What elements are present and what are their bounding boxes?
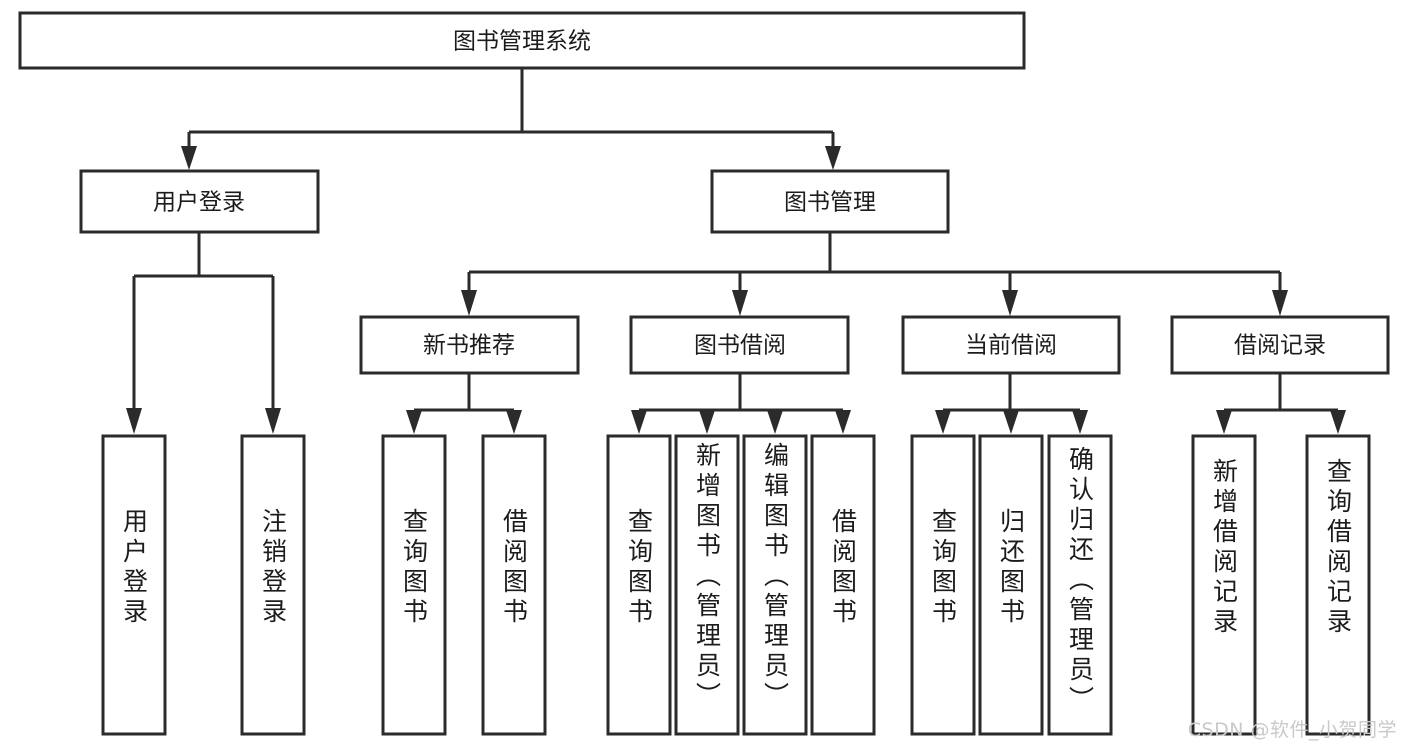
node-root-label: 图书管理系统 [453,29,591,55]
connector-group [126,68,1346,434]
leaf-box-user-login[interactable] [101,434,167,736]
node-user-login-box [79,169,320,234]
node-borrow-record-label: 借阅记录 [1234,333,1326,359]
node-current-borrow-label: 当前借阅 [965,333,1057,359]
node-current-borrow[interactable]: 当前借阅 [901,315,1121,375]
arrowhead-borrow-record [1272,290,1288,316]
leaf-box-cb-return-book[interactable] [978,434,1044,736]
node-borrow-record-box [1170,315,1390,375]
arrowhead-user-login [181,146,197,170]
leaf-box-nbr-query-book[interactable] [381,434,447,736]
node-user-login-label: 用户登录 [153,190,245,216]
arrowhead-nbr-leaf1 [406,410,422,434]
arrowhead-cb-leaf2 [1003,410,1019,434]
leaf-box-cb-query-book[interactable] [910,434,976,736]
node-book-manage-label: 图书管理 [784,190,876,216]
arrowhead-bb-leaf3 [767,410,783,434]
node-root-box [18,11,1026,70]
leaf-box-bb-add-book[interactable] [674,434,740,736]
leaf-box-bb-borrow-book[interactable] [810,434,876,736]
leaf-box-br-add-record[interactable] [1191,434,1257,736]
arrowhead-nbr-leaf2 [506,410,522,434]
arrowhead-book-manage [825,146,841,170]
leaf-box-group [101,434,1371,736]
node-new-book-recommend-label: 新书推荐 [423,333,515,359]
arrowhead-current-borrow [1002,290,1018,316]
node-book-manage-box [710,169,950,234]
arrowhead-leaf-user-login [126,408,142,434]
node-new-book-recommend[interactable]: 新书推荐 [359,315,580,375]
arrowhead-leaf-logout [265,408,281,434]
arrowhead-book-borrow [732,290,748,316]
arrowhead-br-leaf2 [1330,410,1346,434]
arrowhead-bb-leaf1 [631,410,647,434]
node-user-login[interactable]: 用户登录 [79,169,320,234]
node-borrow-record[interactable]: 借阅记录 [1170,315,1390,375]
node-book-borrow-label: 图书借阅 [694,333,786,359]
arrowhead-br-leaf1 [1216,410,1232,434]
leaf-box-bb-edit-book[interactable] [742,434,808,736]
arrowhead-cb-leaf1 [935,410,951,434]
node-current-borrow-box [901,315,1121,375]
leaf-box-logout[interactable] [240,434,306,736]
leaf-box-nbr-borrow-book[interactable] [481,434,547,736]
leaf-box-br-query-record[interactable] [1305,434,1371,736]
node-root[interactable]: 图书管理系统 [18,11,1026,70]
leaf-box-cb-confirm-return[interactable] [1047,434,1113,736]
arrowhead-cb-leaf3 [1072,410,1088,434]
node-new-book-recommend-box [359,315,580,375]
leaf-box-bb-query-book[interactable] [606,434,672,736]
arrowhead-new-book-recommend [461,290,477,316]
arrowhead-bb-leaf2 [699,410,715,434]
node-book-borrow[interactable]: 图书借阅 [629,315,850,375]
arrowhead-bb-leaf4 [835,410,851,434]
node-book-manage[interactable]: 图书管理 [710,169,950,234]
node-book-borrow-box [629,315,850,375]
